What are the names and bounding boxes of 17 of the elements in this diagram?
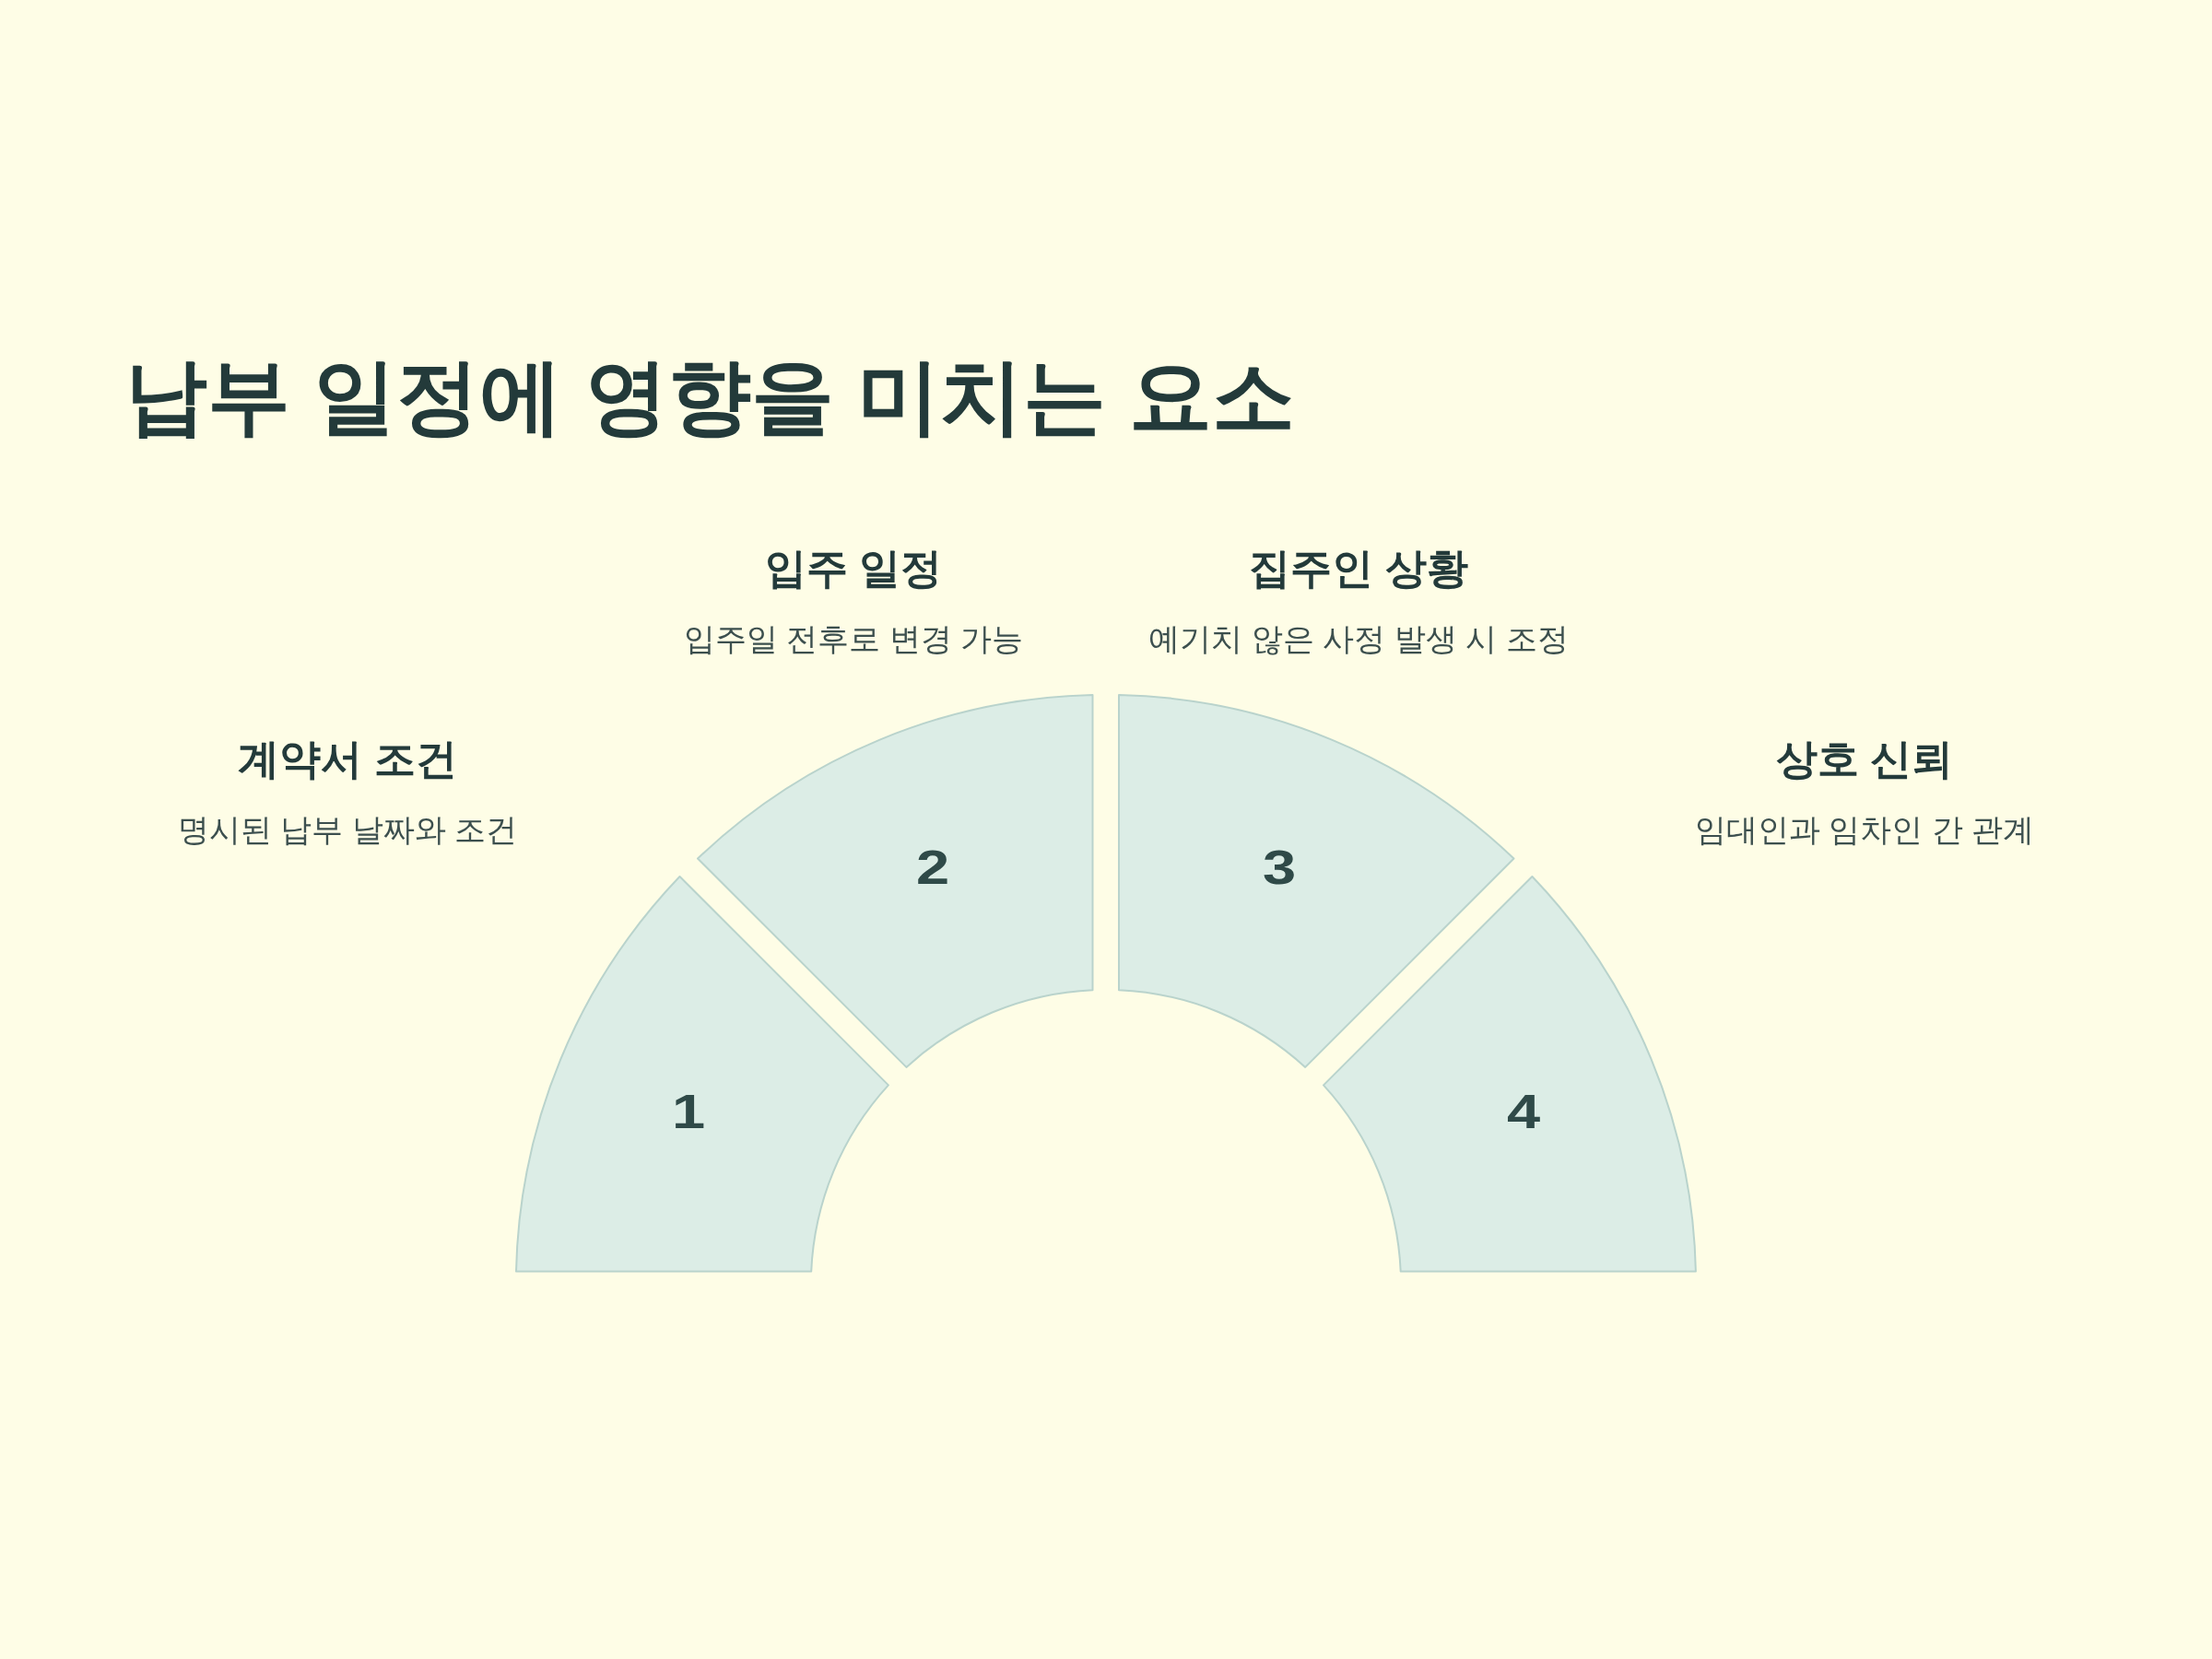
arc-segment — [513, 874, 892, 1275]
factor-description: 명시된 납부 날짜와 조건 — [177, 811, 518, 849]
arc-segment — [695, 692, 1096, 1071]
segment-number: 4 — [1506, 1084, 1540, 1141]
factor-description: 임대인과 임차인 간 관계 — [1694, 811, 2035, 849]
factor-heading: 집주인 상황 — [1249, 544, 1468, 594]
segment-number: 2 — [916, 840, 950, 897]
diagram-title: 납부 일정에 영향을 미치는 요소 — [124, 355, 1296, 438]
factor-description: 예기치 않은 사정 발생 시 조정 — [1148, 620, 1569, 658]
arc-segment — [1116, 692, 1517, 1071]
arc-segment — [1320, 874, 1699, 1275]
factor-description: 입주일 전후로 변경 가능 — [683, 620, 1024, 658]
factor-heading: 상호 신뢰 — [1775, 735, 1954, 784]
segment-number: 1 — [672, 1084, 706, 1141]
factor-heading: 계약서 조건 — [238, 735, 457, 784]
segment-number: 3 — [1262, 840, 1296, 897]
factor-heading: 입주 일정 — [764, 544, 943, 594]
